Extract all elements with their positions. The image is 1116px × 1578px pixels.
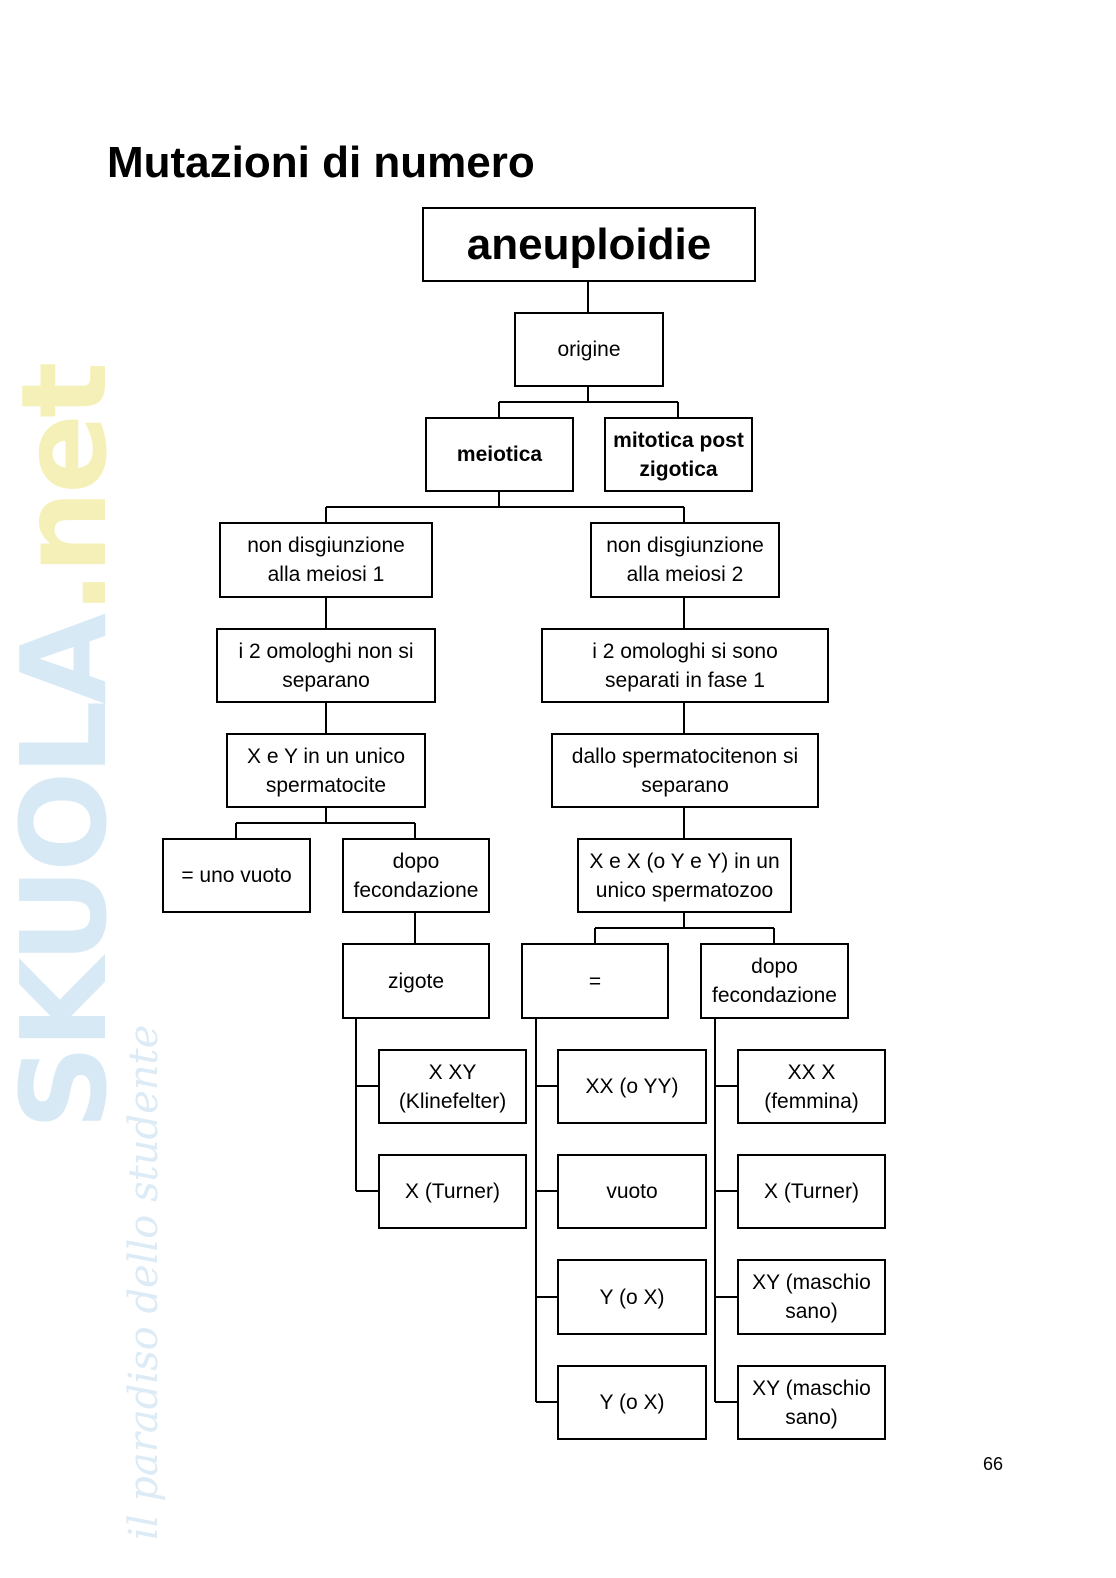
node-equal: = [521,943,669,1019]
node-omologhi-separati: i 2 omologhi si sono separati in fase 1 [541,628,829,703]
connector [325,597,685,628]
connector [498,386,679,417]
node-zigote: zigote [342,943,490,1019]
node-meiotica: meiotica [425,417,574,492]
node-xx-spermatozoo: X e X (o Y e Y) in un unico spermatozoo [577,838,792,913]
node-maschio-sano-2: XY (maschio sano) [737,1365,886,1440]
node-y-o-x-1: Y (o X) [557,1259,707,1335]
node-dopo-fecondazione-1: dopo fecondazione [342,838,490,913]
node-vuoto: vuoto [557,1154,707,1229]
node-origine: origine [514,312,664,387]
node-spermatocite-non-separano: dallo spermatocitenon si separano [551,733,819,808]
connector [325,491,685,522]
node-xy-spermatocite: X e Y in un unico spermatocite [226,733,426,808]
connector [235,807,685,838]
node-maschio-sano-1: XY (maschio sano) [737,1259,886,1335]
connector [714,1018,737,1403]
connector [325,702,685,733]
node-nondisgiunzione-1: non disgiunzione alla meiosi 1 [219,522,433,598]
page-number: 66 [983,1454,1004,1474]
node-nondisgiunzione-2: non disgiunzione alla meiosi 2 [590,522,780,598]
node-omologhi-non-separati: i 2 omologhi non si separano [216,628,436,703]
node-turner-2: X (Turner) [737,1154,886,1229]
node-uno-vuoto: = uno vuoto [162,838,311,913]
node-femmina: XX X (femmina) [737,1049,886,1124]
node-dopo-fecondazione-2: dopo fecondazione [700,943,849,1019]
node-aneuploidie: aneuploidie [422,207,756,282]
node-y-o-x-2: Y (o X) [557,1365,707,1440]
connector [414,912,775,943]
node-klinefelter: X XY (Klinefelter) [378,1049,527,1124]
connector [355,1018,378,1192]
node-mitotica: mitotica post zigotica [604,417,753,492]
node-turner-1: X (Turner) [378,1154,527,1229]
page-title: Mutazioni di numero [107,138,535,187]
node-xx-yy: XX (o YY) [557,1049,707,1124]
connector [535,1018,557,1403]
